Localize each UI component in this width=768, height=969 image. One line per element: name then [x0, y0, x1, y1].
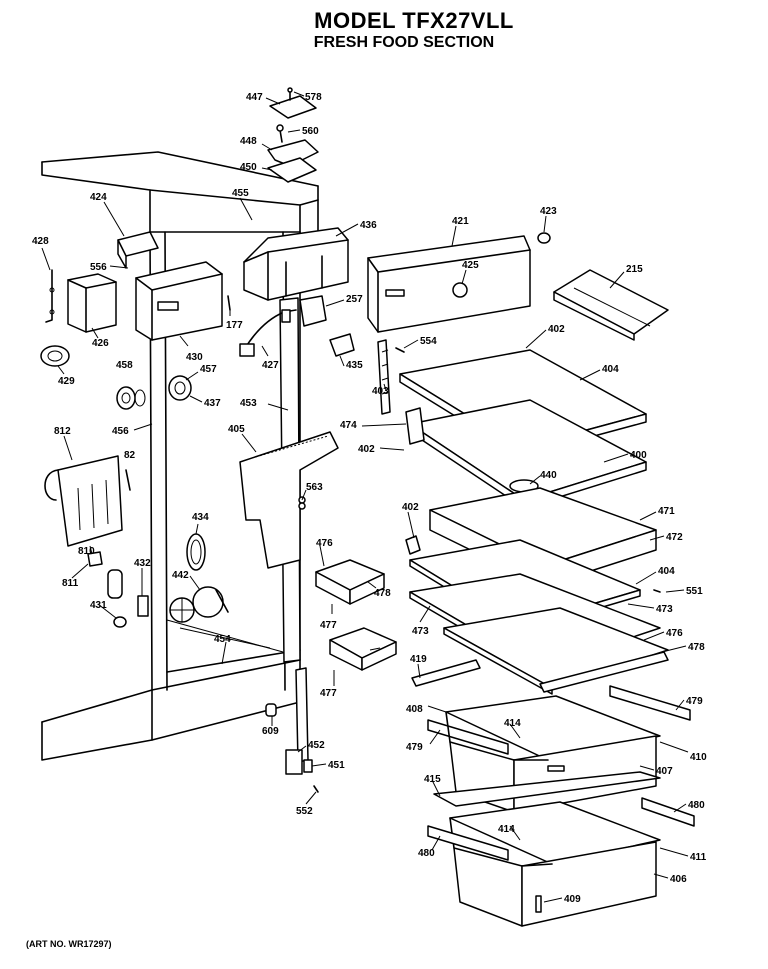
- control-housing: [40, 231, 231, 410]
- callout-labels: 447 578 448 560 450 455 424 428 556 426 …: [32, 92, 707, 905]
- callout-454: 454: [214, 634, 231, 645]
- crisper-drawer-406: [427, 797, 695, 927]
- callout-478-right: 478: [688, 642, 705, 653]
- callout-480-right: 480: [688, 800, 705, 811]
- fan-cover-436: [243, 227, 349, 301]
- rear-panel-421: [367, 232, 551, 333]
- callout-457: 457: [200, 364, 217, 375]
- callout-471: 471: [658, 506, 675, 517]
- snack-pans: [315, 559, 397, 671]
- callout-442: 442: [172, 570, 189, 581]
- callout-402-top: 402: [548, 324, 565, 335]
- callout-476-right: 476: [666, 628, 683, 639]
- callout-435: 435: [346, 360, 363, 371]
- callout-177: 177: [226, 320, 243, 331]
- callout-458: 458: [116, 360, 133, 371]
- callout-408: 408: [406, 704, 423, 715]
- callout-407: 407: [656, 766, 673, 777]
- callout-451: 451: [328, 760, 345, 771]
- callout-410: 410: [690, 752, 707, 763]
- callout-406: 406: [670, 874, 687, 885]
- callout-812: 812: [54, 426, 71, 437]
- callout-404-low: 404: [658, 566, 675, 577]
- callout-429: 429: [58, 376, 75, 387]
- callout-431: 431: [90, 600, 107, 611]
- callout-404-top: 404: [602, 364, 619, 375]
- callout-560: 560: [302, 126, 319, 137]
- small-hardware: [265, 347, 661, 793]
- callout-437: 437: [204, 398, 221, 409]
- callout-440: 440: [540, 470, 557, 481]
- callout-551: 551: [686, 586, 703, 597]
- callout-552: 552: [296, 806, 313, 817]
- callout-402-mid: 402: [358, 444, 375, 455]
- callout-426: 426: [92, 338, 109, 349]
- art-number: (ART NO. WR17297): [26, 939, 112, 949]
- callout-474: 474: [340, 420, 357, 431]
- callout-419: 419: [410, 654, 427, 665]
- callout-82: 82: [124, 450, 136, 461]
- callout-414-upper: 414: [504, 718, 521, 729]
- callout-476-center: 476: [316, 538, 333, 549]
- callout-421: 421: [452, 216, 469, 227]
- callout-480-left: 480: [418, 848, 435, 859]
- callout-556: 556: [90, 262, 107, 273]
- callout-479-right: 479: [686, 696, 703, 707]
- callout-415: 415: [424, 774, 441, 785]
- model-title: MODEL TFX27VLL: [314, 8, 514, 33]
- callout-427: 427: [262, 360, 279, 371]
- callout-609: 609: [262, 726, 279, 737]
- callout-473-right: 473: [656, 604, 673, 615]
- callout-455: 455: [232, 188, 249, 199]
- callout-810: 810: [78, 546, 95, 557]
- callout-405: 405: [228, 424, 245, 435]
- callout-409: 409: [564, 894, 581, 905]
- evaporator-cover-plate: [44, 455, 149, 628]
- callout-215: 215: [626, 264, 643, 275]
- callout-447: 447: [246, 92, 263, 103]
- callout-456: 456: [112, 426, 129, 437]
- callout-428: 428: [32, 236, 49, 247]
- callout-402-low: 402: [402, 502, 419, 513]
- section-title: FRESH FOOD SECTION: [313, 34, 495, 51]
- callout-434: 434: [192, 512, 209, 523]
- light-and-fan: [169, 533, 229, 623]
- shelf-rail-403: [377, 339, 391, 415]
- callout-811: 811: [62, 578, 79, 589]
- leader-lines: [41, 91, 689, 903]
- callout-436: 436: [360, 220, 377, 231]
- lower-shelf-and-rails: [411, 607, 691, 755]
- callout-430: 430: [186, 352, 203, 363]
- callout-554: 554: [420, 336, 437, 347]
- callout-450: 450: [240, 162, 257, 173]
- callout-472: 472: [666, 532, 683, 543]
- callout-425: 425: [462, 260, 479, 271]
- callout-414-lower: 414: [498, 824, 515, 835]
- dairy-bin-215: [553, 269, 669, 341]
- callout-477-lower: 477: [320, 688, 337, 699]
- callout-453: 453: [240, 398, 257, 409]
- callout-400: 400: [630, 450, 647, 461]
- center-rail: [239, 295, 355, 663]
- callout-452: 452: [308, 740, 325, 751]
- callout-423: 423: [540, 206, 557, 217]
- callout-432: 432: [134, 558, 151, 569]
- crisper-drawer-407: [433, 695, 661, 813]
- callout-477-upper: 477: [320, 620, 337, 631]
- callout-473-left: 473: [412, 626, 429, 637]
- callout-563: 563: [306, 482, 323, 493]
- thermostat-knob-assembly: [267, 87, 319, 183]
- callout-257: 257: [346, 294, 363, 305]
- callout-424: 424: [90, 192, 107, 203]
- callout-448: 448: [240, 136, 257, 147]
- callout-578: 578: [305, 92, 322, 103]
- callout-478-center: 478: [374, 588, 391, 599]
- callout-479-left: 479: [406, 742, 423, 753]
- callout-411: 411: [690, 852, 707, 863]
- callout-403: 403: [372, 386, 389, 397]
